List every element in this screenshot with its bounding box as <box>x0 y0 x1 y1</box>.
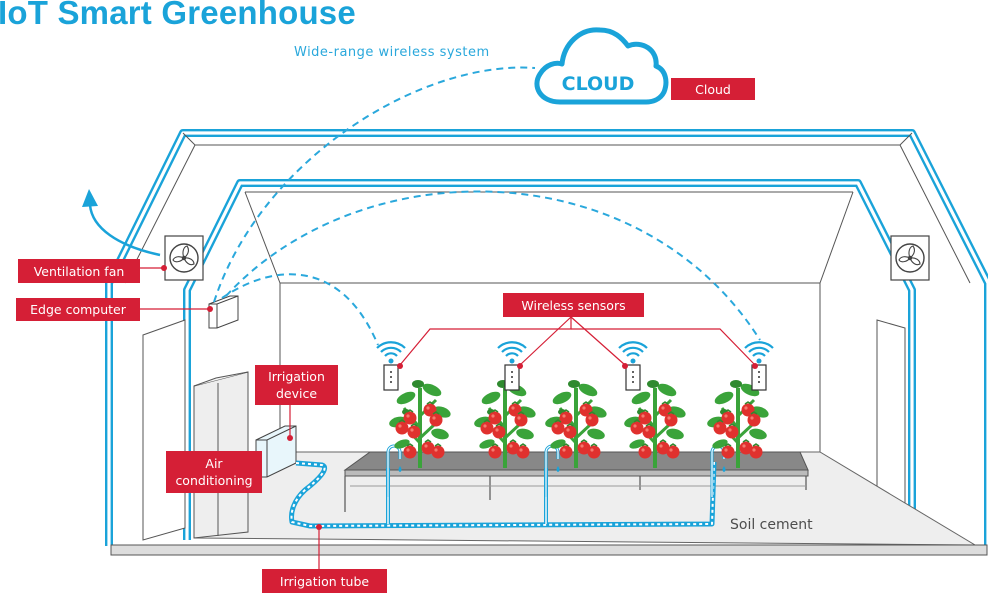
air-conditioning-label-line1: Air <box>205 456 223 471</box>
ventilation-fan-left-icon <box>164 235 204 281</box>
soil-cement-label: Soil cement <box>730 517 813 533</box>
leader-lines <box>140 267 756 569</box>
wireless-links <box>213 66 761 346</box>
edge-computer-box <box>208 295 239 329</box>
leader-dots <box>161 265 758 530</box>
page-title: IoT Smart Greenhouse <box>0 0 356 31</box>
air-conditioning-label-line2: conditioning <box>175 473 253 488</box>
wifi-icon <box>617 341 649 365</box>
wireless-sensors-label: Wireless sensors <box>503 293 644 317</box>
ventilation-fan-label-text: Ventilation fan <box>33 263 125 279</box>
irrigation-device-label-line1: Irrigation <box>268 369 325 384</box>
irrigation-device-box <box>255 425 297 478</box>
irrigation-tube-label: Irrigation tube <box>262 569 387 593</box>
edge-computer-label-text: Edge computer <box>30 302 126 317</box>
edge-computer-label: Edge computer <box>16 298 140 321</box>
cloud-label: Cloud <box>671 78 755 100</box>
ventilation-fan-right-icon <box>890 235 930 281</box>
irrigation-device-label-line2: device <box>275 386 318 401</box>
irrigation-device-label: Irrigation device <box>255 365 338 405</box>
sensor-icon <box>383 364 399 391</box>
cloud-icon: CLOUD <box>534 27 669 105</box>
cloud-label-text: Cloud <box>695 81 731 97</box>
sensor-icon <box>625 364 641 391</box>
sensor-icon <box>504 364 520 391</box>
ventilation-fan-label: Ventilation fan <box>18 259 140 283</box>
wifi-icon <box>496 341 528 365</box>
cloud-text: CLOUD <box>562 73 635 95</box>
air-conditioning-label: Air conditioning <box>166 451 262 493</box>
wifi-icon <box>375 341 407 365</box>
wifi-icon <box>743 341 775 365</box>
wireless-sensors-label-text: Wireless sensors <box>521 297 626 313</box>
airflow-arrow-icon <box>82 189 161 257</box>
irrigation-tube-label-text: Irrigation tube <box>279 573 370 589</box>
network-label: Wide-range wireless system <box>294 45 490 60</box>
